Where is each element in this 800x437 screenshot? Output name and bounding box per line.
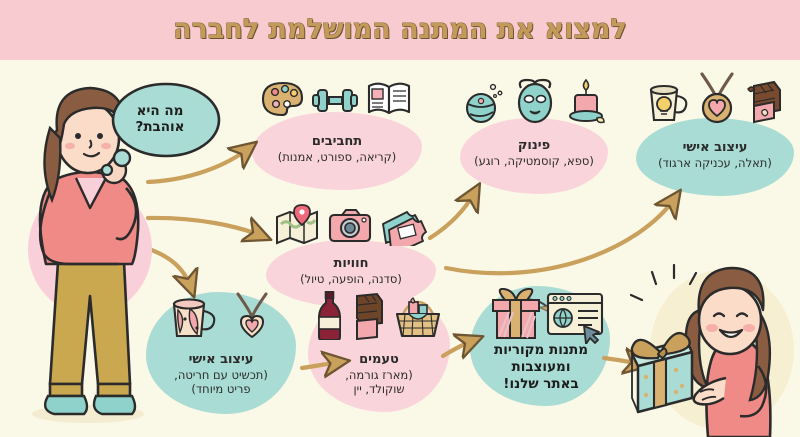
thinking-woman-illustration	[28, 86, 152, 423]
bubble-line-1: מה היא	[136, 103, 184, 119]
dumbbell-icon	[312, 89, 358, 112]
bath-bomb-icon	[465, 83, 503, 124]
category-title: טעמים	[359, 352, 399, 367]
category-subtitle-line-1: (מארז גורמה,	[345, 368, 413, 382]
arrow-experiences-to-pampering	[427, 192, 475, 241]
category-card-personal-design-bottom[interactable]: עיצוב אישי (תכשיט עם חריטה, פריט מיוחד)	[146, 292, 296, 414]
category-subtitle: (תאלה, עכניקה ארגוד)	[658, 156, 772, 170]
category-subtitle: (ספא, קוסמטיקה, רוגע)	[474, 154, 594, 168]
category-title: חוויות	[333, 256, 369, 271]
candle-icon	[569, 78, 605, 124]
gift-basket-icon	[395, 297, 441, 338]
lightbulb-mug-icon	[649, 84, 688, 122]
category-title: תחביבים	[311, 134, 363, 149]
website-window-icon	[546, 292, 604, 344]
category-title: עיצוב אישי	[188, 352, 254, 367]
wine-bottle-icon	[318, 291, 341, 340]
map-pin-icon	[276, 204, 318, 245]
category-blob-background	[636, 118, 794, 196]
paint-palette-icon	[261, 81, 304, 117]
tickets-icon	[382, 211, 427, 246]
category-blob-background	[460, 118, 608, 194]
heart-necklace-icon	[700, 72, 734, 124]
category-card-hobbies[interactable]: תחביבים (קריאה, ספורט, אמנות)	[252, 81, 422, 190]
category-title: פינוק	[517, 138, 551, 153]
patterned-mug-icon	[172, 298, 216, 338]
category-blob-background	[252, 112, 422, 190]
cta-line-3: באתר שלנו!	[503, 376, 579, 392]
bubble-line-2: אוהבת?	[135, 119, 185, 135]
camera-icon	[328, 209, 372, 243]
woman-holding-gift-illustration	[630, 263, 794, 437]
category-subtitle-line-1: (תכשיט עם חריטה,	[174, 368, 268, 382]
category-card-tastes[interactable]: טעמים (מארז גורמה, שוקולד, יין	[308, 291, 450, 414]
category-subtitle-line-2: פריט מיוחד)	[191, 382, 251, 396]
gift-box-icon	[492, 288, 540, 339]
category-blob-background	[146, 292, 296, 414]
category-title: עיצוב אישי	[682, 140, 748, 155]
page-title: למצוא את המתנה המושלמת לחברה	[173, 14, 627, 45]
category-card-pampering[interactable]: פינוק (ספא, קוסמטיקה, רוגע)	[460, 78, 608, 194]
heart-necklace-icon	[236, 292, 268, 338]
cta-line-1: מתנות מקוריות	[494, 342, 588, 358]
category-subtitle: (סדנה, הופעה, טיול)	[300, 272, 402, 286]
arrow-to-experiences	[145, 215, 262, 236]
face-mask-icon	[517, 78, 553, 124]
category-card-experiences[interactable]: חוויות (סדנה, הופעה, טיול)	[266, 204, 436, 308]
category-subtitle: (קריאה, ספורט, אמנות)	[277, 150, 397, 164]
chocolate-bar-icon	[356, 292, 383, 340]
cta-line-2: ומעוצבות	[511, 359, 571, 375]
header-band	[0, 0, 800, 60]
category-card-personal-design-top[interactable]: עיצוב אישי (תאלה, עכניקה ארגוד)	[636, 72, 794, 196]
chocolate-bar-icon	[747, 80, 781, 124]
open-book-icon	[367, 82, 411, 115]
category-subtitle-line-2: שוקולד, יין	[353, 382, 405, 396]
